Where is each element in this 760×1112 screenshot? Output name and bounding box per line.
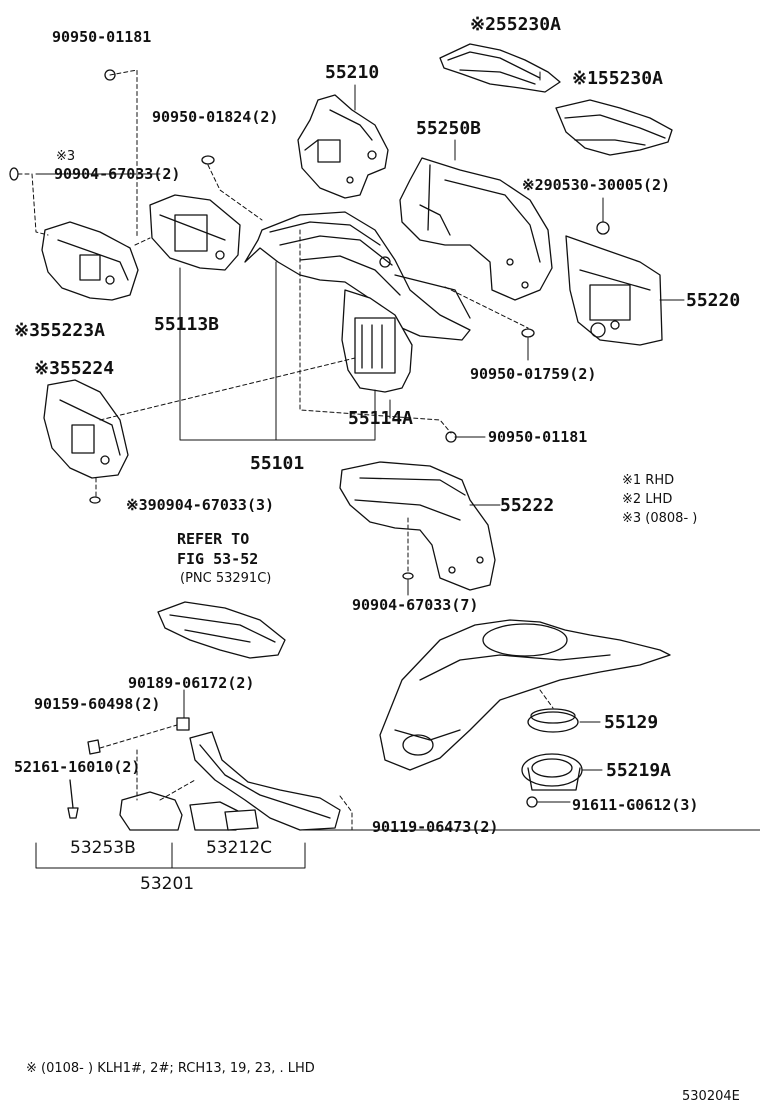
part-55129 — [527, 708, 579, 733]
label-55114a: 55114A — [348, 408, 414, 429]
label-55101: 55101 — [250, 453, 305, 474]
part-55230a-rhd — [555, 99, 673, 156]
label-55129: 55129 — [604, 712, 659, 733]
label-55222: 55222 — [500, 495, 555, 516]
part-55220 — [565, 235, 663, 346]
label-55113b: 55113B — [154, 314, 220, 335]
label-55223a: ※355223A — [14, 320, 105, 341]
label-55220: 55220 — [686, 290, 741, 311]
label-90904-67033-2: 90904-67033(2) — [54, 165, 181, 183]
part-55230a-lhd — [439, 43, 561, 93]
label-53212c: 53212C — [206, 838, 272, 858]
label-90950-01181-mid: 90950-01181 — [488, 428, 588, 446]
label-55250b: 55250B — [416, 118, 482, 139]
legend-date: ※3 (0808- ) — [622, 511, 698, 526]
label-55210: 55210 — [325, 62, 380, 83]
label-90189-06172: 90189-06172(2) — [128, 674, 255, 692]
legend-lhd: ※2 LHD — [622, 492, 673, 507]
part-55250b — [399, 157, 553, 301]
part-53201 — [119, 731, 341, 831]
label-53201: 53201 — [140, 874, 195, 894]
refer-line-3: (PNC 53291C) — [180, 571, 272, 586]
part-55101 — [244, 211, 471, 341]
label-90904-67033-3: ※390904-67033(3) — [126, 496, 275, 514]
label-90904-67033-7: 90904-67033(7) — [352, 596, 479, 614]
part-55113b — [149, 194, 241, 271]
part-55222 — [339, 461, 496, 591]
refer-line-2: FIG 53-52 — [177, 550, 259, 568]
label-53253b: 53253B — [70, 838, 136, 858]
leader-lines — [17, 69, 760, 869]
label-55224: ※355224 — [34, 358, 115, 379]
label-55230a-rhd: ※155230A — [572, 68, 663, 89]
label-90530-30005: ※290530-30005(2) — [522, 176, 671, 194]
part-body-shell — [379, 619, 671, 771]
fasteners — [9, 69, 610, 819]
part-55223a — [41, 221, 139, 301]
part-55219a — [521, 753, 583, 791]
part-55114a — [341, 289, 413, 393]
label-55219a: 55219A — [606, 760, 672, 781]
label-90159-60498: 90159-60498(2) — [34, 695, 161, 713]
label-55230a-lhd: ※255230A — [470, 14, 561, 35]
label-90119-06473: 90119-06473(2) — [372, 818, 499, 836]
label-90950-01181-top: 90950-01181 — [52, 28, 152, 46]
part-55224 — [43, 379, 129, 479]
figure-code: 530204E — [682, 1089, 740, 1104]
label-90950-01759: 90950-01759(2) — [470, 365, 597, 383]
footnote: ※ (0108- ) KLH1#, 2#; RCH13, 19, 23, . L… — [26, 1061, 315, 1076]
legend-rhd: ※1 RHD — [622, 473, 675, 488]
part-55210 — [297, 94, 389, 199]
label-52161-16010: 52161-16010(2) — [14, 758, 141, 776]
label-mark3: ※3 — [56, 149, 76, 164]
refer-line-1: REFER TO — [177, 530, 250, 548]
label-91611-g0612: 91611-G0612(3) — [572, 796, 699, 814]
label-90950-01824: 90950-01824(2) — [152, 108, 279, 126]
part-53291c — [157, 601, 286, 659]
